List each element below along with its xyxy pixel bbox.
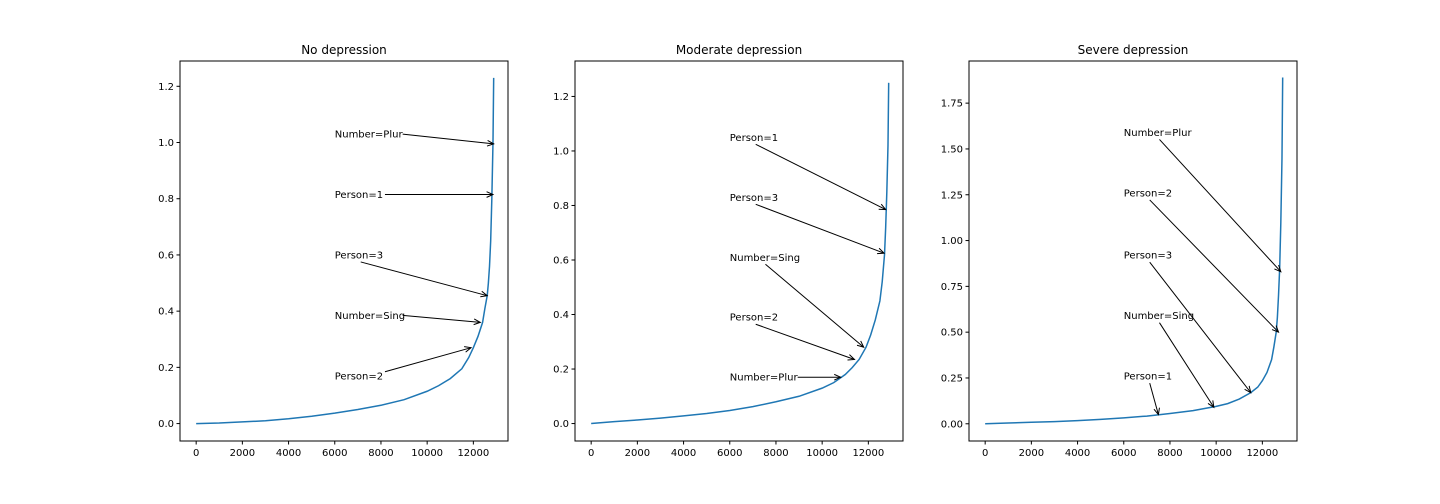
x-tick-label: 0 bbox=[588, 448, 594, 459]
y-tick-label: 0.4 bbox=[158, 307, 174, 318]
annotation-arrow bbox=[1159, 139, 1282, 273]
annotation-label: Number=Sing bbox=[335, 311, 405, 322]
annotation-arrowhead bbox=[1274, 264, 1282, 273]
series-line bbox=[985, 77, 1284, 425]
annotation-arrow bbox=[755, 203, 885, 254]
annotation-arrow bbox=[1149, 383, 1159, 415]
annotation-label: Person=2 bbox=[1124, 188, 1172, 199]
chart-title: Severe depression bbox=[1078, 43, 1189, 57]
y-tick-label: 0.2 bbox=[158, 363, 174, 374]
annotation-label: Person=3 bbox=[1124, 251, 1172, 262]
x-tick-label: 8000 bbox=[763, 448, 788, 459]
annotation-arrowhead bbox=[1271, 325, 1280, 334]
annotation-arrowhead bbox=[878, 203, 887, 211]
annotation-arrow bbox=[765, 263, 865, 348]
x-tick-label: 10000 bbox=[411, 448, 443, 459]
y-tick-label: 0.25 bbox=[941, 373, 963, 384]
annotation-label: Person=2 bbox=[730, 313, 778, 324]
annotation-arrowhead bbox=[1244, 385, 1252, 394]
x-tick-label: 2000 bbox=[1019, 448, 1044, 459]
annotation-arrow bbox=[1149, 261, 1252, 393]
annotation-label: Person=2 bbox=[335, 371, 383, 382]
x-tick-label: 8000 bbox=[368, 448, 393, 459]
annotation-label: Number=Plur bbox=[335, 130, 404, 141]
annotation-arrowhead bbox=[486, 191, 495, 198]
x-tick-label: 2000 bbox=[625, 448, 650, 459]
annotation-arrowhead bbox=[847, 354, 856, 361]
chart-panel-1: No depression 0 2000 4000 6000 8000 10000 12000… bbox=[158, 43, 509, 459]
annotation-arrow bbox=[755, 323, 855, 360]
annotation-arrowhead bbox=[486, 139, 495, 147]
annotation-arrowhead bbox=[856, 340, 865, 349]
y-tick-label: 0.4 bbox=[553, 310, 569, 321]
axes-frame bbox=[968, 60, 1298, 442]
annotation-arrowhead bbox=[464, 346, 473, 353]
annotation-label: Number=Plur bbox=[730, 373, 799, 384]
y-tick-label: 0.50 bbox=[941, 328, 963, 339]
x-tick-label: 6000 bbox=[1111, 448, 1136, 459]
y-tick-label: 1.0 bbox=[553, 146, 569, 157]
x-tick-label: 10000 bbox=[1200, 448, 1232, 459]
x-tick-label: 4000 bbox=[276, 448, 301, 459]
y-tick-label: 0.0 bbox=[553, 419, 569, 430]
annotation-label: Person=1 bbox=[1124, 372, 1172, 383]
annotation-label: Person=1 bbox=[730, 133, 778, 144]
y-tick-label: 1.50 bbox=[941, 144, 963, 155]
y-tick-label: 0.00 bbox=[941, 419, 963, 430]
annotation-label: Number=Sing bbox=[1124, 311, 1194, 322]
y-tick-label: 0.8 bbox=[158, 194, 174, 205]
annotation-arrow bbox=[384, 347, 472, 373]
annotation-arrow bbox=[1149, 199, 1279, 333]
x-tick-label: 4000 bbox=[1065, 448, 1090, 459]
annotation-arrowhead bbox=[480, 290, 489, 298]
x-tick-label: 12000 bbox=[1246, 448, 1278, 459]
annotation-arrow bbox=[755, 143, 886, 211]
chart-title: No depression bbox=[301, 43, 387, 57]
y-tick-label: 1.0 bbox=[158, 138, 174, 149]
annotation-label: Number=Plur bbox=[1124, 128, 1193, 139]
annotation-arrow bbox=[1159, 322, 1215, 408]
x-tick-label: 2000 bbox=[230, 448, 255, 459]
y-tick-label: 0.6 bbox=[158, 250, 174, 261]
annotation-arrow bbox=[402, 133, 494, 145]
x-tick-label: 10000 bbox=[806, 448, 838, 459]
annotation-arrowhead bbox=[1153, 407, 1160, 416]
x-tick-label: 4000 bbox=[671, 448, 696, 459]
annotation-arrowhead bbox=[1207, 400, 1215, 409]
annotation-label: Person=3 bbox=[730, 193, 778, 204]
chart-panel-2: Moderate depression 0 2000 4000 6000 8000 1000… bbox=[553, 43, 904, 459]
chart-panel-3: Severe depression 0 2000 4000 6000 8000 10000 1… bbox=[941, 43, 1298, 459]
annotation-label: Person=1 bbox=[335, 190, 383, 201]
annotation-arrowhead bbox=[834, 373, 842, 381]
x-tick-label: 6000 bbox=[322, 448, 347, 459]
x-tick-label: 8000 bbox=[1157, 448, 1182, 459]
y-tick-label: 0.8 bbox=[553, 201, 569, 212]
y-tick-label: 0.0 bbox=[158, 419, 174, 430]
x-tick-label: 12000 bbox=[852, 448, 884, 459]
annotation-label: Person=3 bbox=[335, 250, 383, 261]
y-tick-label: 0.2 bbox=[553, 365, 569, 376]
y-tick-label: 1.75 bbox=[941, 99, 963, 110]
series-line bbox=[196, 77, 495, 425]
annotation-arrow bbox=[402, 314, 481, 323]
series-line bbox=[591, 82, 890, 425]
x-tick-label: 6000 bbox=[717, 448, 742, 459]
chart-title: Moderate depression bbox=[676, 43, 802, 57]
x-tick-label: 0 bbox=[982, 448, 988, 459]
axes-frame bbox=[574, 60, 904, 442]
annotation-arrowhead bbox=[877, 247, 886, 255]
y-tick-label: 1.00 bbox=[941, 236, 963, 247]
y-tick-label: 1.2 bbox=[553, 92, 569, 103]
annotation-label: Number=Sing bbox=[730, 253, 800, 264]
annotation-arrow bbox=[360, 261, 488, 297]
y-tick-label: 0.75 bbox=[941, 282, 963, 293]
y-tick-label: 1.25 bbox=[941, 190, 963, 201]
x-tick-label: 0 bbox=[193, 448, 199, 459]
annotation-arrowhead bbox=[473, 318, 482, 326]
x-tick-label: 12000 bbox=[457, 448, 489, 459]
y-tick-label: 1.2 bbox=[158, 82, 174, 93]
axes-frame bbox=[179, 60, 509, 442]
y-tick-label: 0.6 bbox=[553, 255, 569, 266]
